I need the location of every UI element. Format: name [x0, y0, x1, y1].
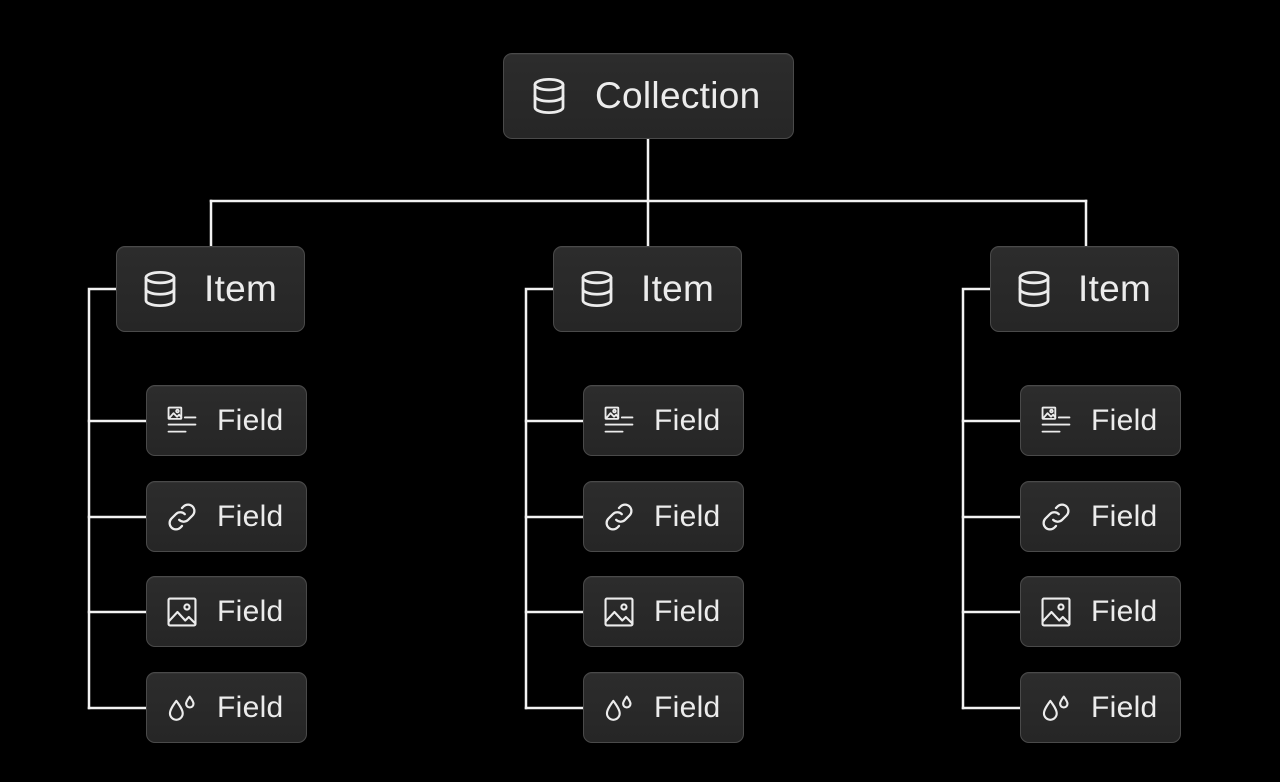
collection-label: Collection [595, 75, 761, 116]
color-drops-icon [602, 691, 636, 725]
text-image-icon [602, 404, 636, 438]
text-image-icon [1039, 404, 1073, 438]
image-icon [165, 595, 199, 629]
field-node-text-image[interactable]: Field [583, 385, 744, 456]
field-node-image[interactable]: Field [583, 576, 744, 647]
database-icon [528, 75, 570, 117]
field-label: Field [217, 499, 284, 533]
field-label: Field [1091, 690, 1158, 724]
color-drops-icon [1039, 691, 1073, 725]
link-icon [165, 500, 199, 534]
field-node-link[interactable]: Field [146, 481, 307, 552]
field-label: Field [1091, 594, 1158, 628]
field-label: Field [654, 499, 721, 533]
database-icon [576, 268, 618, 310]
item-label: Item [641, 268, 715, 309]
field-node-link[interactable]: Field [1020, 481, 1181, 552]
field-label: Field [217, 403, 284, 437]
field-label: Field [1091, 499, 1158, 533]
image-icon [1039, 595, 1073, 629]
field-node-color[interactable]: Field [583, 672, 744, 743]
database-icon [1013, 268, 1055, 310]
field-node-text-image[interactable]: Field [146, 385, 307, 456]
connector-spine-3 [961, 287, 992, 710]
field-node-color[interactable]: Field [146, 672, 307, 743]
field-label: Field [1091, 403, 1158, 437]
color-drops-icon [165, 691, 199, 725]
connector-spine-2 [524, 287, 555, 710]
field-label: Field [654, 690, 721, 724]
item-node-2[interactable]: Item [553, 246, 742, 332]
database-icon [139, 268, 181, 310]
field-label: Field [654, 594, 721, 628]
link-icon [1039, 500, 1073, 534]
field-node-color[interactable]: Field [1020, 672, 1181, 743]
item-label: Item [204, 268, 278, 309]
field-node-image[interactable]: Field [146, 576, 307, 647]
item-label: Item [1078, 268, 1152, 309]
field-node-image[interactable]: Field [1020, 576, 1181, 647]
field-label: Field [217, 690, 284, 724]
field-node-link[interactable]: Field [583, 481, 744, 552]
item-node-1[interactable]: Item [116, 246, 305, 332]
text-image-icon [165, 404, 199, 438]
link-icon [602, 500, 636, 534]
field-node-text-image[interactable]: Field [1020, 385, 1181, 456]
connector-spine-1 [87, 287, 118, 710]
item-node-3[interactable]: Item [990, 246, 1179, 332]
field-label: Field [217, 594, 284, 628]
field-label: Field [654, 403, 721, 437]
collection-node[interactable]: Collection [503, 53, 794, 139]
image-icon [602, 595, 636, 629]
